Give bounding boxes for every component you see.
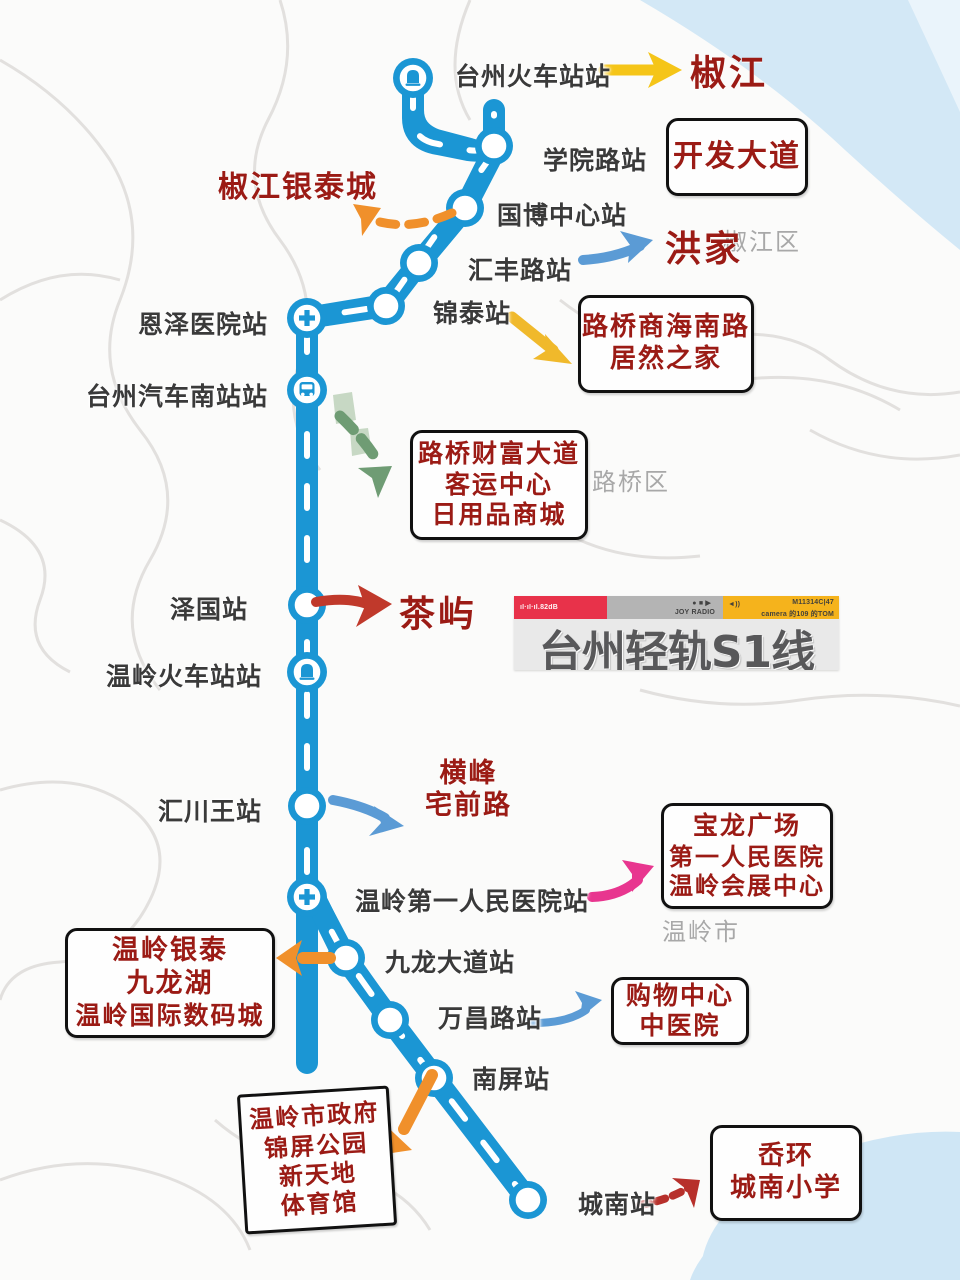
- callout-wenling-zhengfu-line-3: 新天地: [278, 1157, 358, 1192]
- arrow-to-xianghuan: [636, 1178, 700, 1209]
- district-label-jiaojiang: 椒江区: [723, 229, 801, 256]
- water-strip-northeast: [908, 0, 960, 112]
- banner-right-subtext: camera 的109 的TOM: [761, 611, 834, 618]
- annotation-hengfeng: 横峰 宅前路: [425, 758, 512, 822]
- district-label-luqiao: 路桥区: [592, 469, 670, 496]
- callout-kaifa-dadao-line-1: 开发大道: [673, 138, 801, 174]
- station-marker-wenling-railway[interactable]: [287, 652, 327, 692]
- arrow-to-wenling-yintai: [276, 940, 336, 976]
- callout-gouwu-zhongxin-line-2: 中医院: [639, 1011, 721, 1040]
- volume-icon: ◄)): [728, 601, 741, 608]
- banner-left-text: ıl·ıl·ıl.82dB: [520, 604, 558, 611]
- annotation-hengfeng-line-2: 宅前路: [425, 789, 512, 821]
- callout-wenling-zhengfu-line-4: 体育馆: [279, 1186, 360, 1221]
- callout-wenling-yintai: 温岭银泰 九龙湖 温岭国际数码城: [65, 928, 275, 1038]
- callout-luqiao-caifu-line-2: 客运中心: [444, 469, 553, 499]
- annotation-jiaojiang-yintai: 椒江银泰城: [218, 170, 378, 205]
- station-label-taizhou-railway[interactable]: 台州火车站站: [455, 63, 612, 91]
- annotation-jiaojiang: 椒江: [690, 52, 769, 94]
- banner-strip-yellow: ◄)) M11314C|47 camera 的109 的TOM: [723, 596, 839, 619]
- banner-mid-text: JOY RADIO: [674, 609, 715, 616]
- water-area-north: [640, 0, 960, 250]
- callout-kaifa-dadao: 开发大道: [666, 118, 808, 196]
- callout-baolong: 宝龙广场 第一人民医院 温岭会展中心: [661, 803, 833, 909]
- callout-xianghuan-line-1: 岙环: [757, 1141, 814, 1172]
- callout-wenling-yintai-line-1: 温岭银泰: [112, 934, 228, 966]
- station-label-chengnan[interactable]: 城南站: [578, 1191, 657, 1219]
- banner-strip: ıl·ıl·ıl.82dB JOY RADIO ● ■ ▶ ◄)) M11314…: [514, 596, 839, 619]
- callout-luqiao-shanghai-line-2: 居然之家: [609, 344, 722, 374]
- callout-baolong-line-2: 第一人民医院: [669, 841, 825, 871]
- banner-strip-gray: JOY RADIO ● ■ ▶: [607, 596, 723, 619]
- callout-wenling-yintai-line-3: 温岭国际数码城: [75, 1000, 265, 1030]
- callout-luqiao-shanghai-line-1: 路桥商海南路: [581, 312, 750, 343]
- station-label-jiulongdadao[interactable]: 九龙大道站: [385, 949, 516, 977]
- arrow-to-hongjia: [578, 231, 653, 265]
- station-label-huichuanwang[interactable]: 汇川王站: [157, 798, 262, 826]
- callout-luqiao-shanghai: 路桥商海南路 居然之家: [578, 295, 754, 393]
- callout-luqiao-caifu-line-1: 路桥财富大道: [417, 439, 580, 469]
- callout-luqiao-caifu: 路桥财富大道 客运中心 日用品商城: [410, 430, 588, 540]
- station-marker-wenling-first-hospital[interactable]: [287, 877, 327, 917]
- callout-gouwu-zhongxin-line-1: 购物中心: [625, 980, 734, 1010]
- station-label-xueyuanlu[interactable]: 学院路站: [543, 147, 648, 175]
- station-marker-taizhou-south-bus[interactable]: [287, 370, 327, 410]
- banner-strip-red: ıl·ıl·ıl.82dB: [514, 596, 607, 619]
- annotation-hongjia: 洪家: [665, 228, 744, 270]
- callout-baolong-line-3: 温岭会展中心: [669, 871, 825, 901]
- arrow-to-gouwu: [524, 991, 602, 1028]
- station-label-wenling-railway[interactable]: 温岭火车站站: [105, 663, 262, 691]
- annotation-chayu: 茶屿: [399, 593, 478, 635]
- play-icons: ● ■ ▶: [692, 600, 711, 607]
- callout-xianghuan: 岙环 城南小学: [710, 1125, 862, 1221]
- banner-title: 台州轻轨S1线: [538, 627, 815, 670]
- station-label-zeguo[interactable]: 泽国站: [169, 596, 248, 624]
- callout-xianghuan-line-2: 城南小学: [729, 1173, 842, 1203]
- arrow-to-chayu: [311, 585, 392, 627]
- annotation-hengfeng-line-1: 横峰: [439, 758, 498, 789]
- station-label-guobozhongxin[interactable]: 国博中心站: [497, 202, 628, 230]
- arrow-to-luqiao-shanghai: [506, 311, 572, 364]
- banner-right-text: M11314C|47: [792, 599, 834, 606]
- station-label-huifenglu[interactable]: 汇丰路站: [468, 257, 573, 285]
- arrow-to-jiaojiang-yintai: [353, 204, 457, 236]
- station-label-jintai[interactable]: 锦泰站: [433, 300, 512, 328]
- callout-luqiao-caifu-line-3: 日用品商城: [431, 500, 567, 530]
- callout-baolong-line-1: 宝龙广场: [692, 811, 801, 841]
- station-marker-taizhou-railway[interactable]: [393, 58, 433, 98]
- callout-gouwu-zhongxin: 购物中心 中医院: [611, 977, 749, 1045]
- station-marker-enze-hospital[interactable]: [287, 298, 327, 338]
- district-label-wenling: 温岭市: [662, 919, 740, 946]
- arrow-to-hengfeng: [328, 795, 404, 836]
- station-label-taizhou-south-bus[interactable]: 台州汽车南站站: [85, 383, 268, 411]
- callout-wenling-zhengfu: 温岭市政府 锦屏公园 新天地 体育馆: [236, 1085, 398, 1235]
- station-label-wanchanglu[interactable]: 万昌路站: [438, 1005, 543, 1033]
- callout-wenling-yintai-line-2: 九龙湖: [126, 967, 214, 999]
- line-title-banner: ıl·ıl·ıl.82dB JOY RADIO ● ■ ▶ ◄)) M11314…: [514, 596, 839, 670]
- arrow-to-luqiao-caifu: [334, 410, 392, 498]
- arrow-to-jiaojiang: [598, 52, 682, 88]
- station-label-enze-hospital[interactable]: 恩泽医院站: [137, 311, 268, 339]
- station-label-nanping[interactable]: 南屏站: [472, 1066, 551, 1094]
- station-label-wenling-first-hospital[interactable]: 温岭第一人民医院站: [355, 888, 590, 916]
- arrow-to-baolong: [587, 860, 654, 902]
